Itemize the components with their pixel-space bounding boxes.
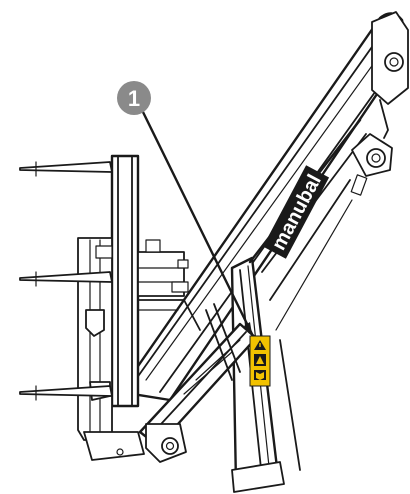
callout-1: 1: [117, 81, 254, 336]
brand-plate-background: [262, 165, 330, 259]
spear-bottom: [19, 385, 113, 401]
hydraulic-cylinder: [138, 303, 258, 463]
callout-arrowhead: [244, 322, 252, 334]
manual-book-icon: [254, 370, 266, 380]
callout-leader-line: [140, 108, 254, 336]
bale-spears: [19, 161, 113, 401]
safety-decal: [249, 335, 271, 387]
spear-top: [19, 161, 113, 177]
mid-pivot: [350, 133, 393, 196]
spear-middle: [19, 271, 113, 287]
crush-hazard-icon: [254, 354, 266, 366]
warning-triangle-icon: [254, 340, 266, 350]
callout-bubble: [117, 81, 151, 115]
callout-number: 1: [128, 86, 140, 111]
